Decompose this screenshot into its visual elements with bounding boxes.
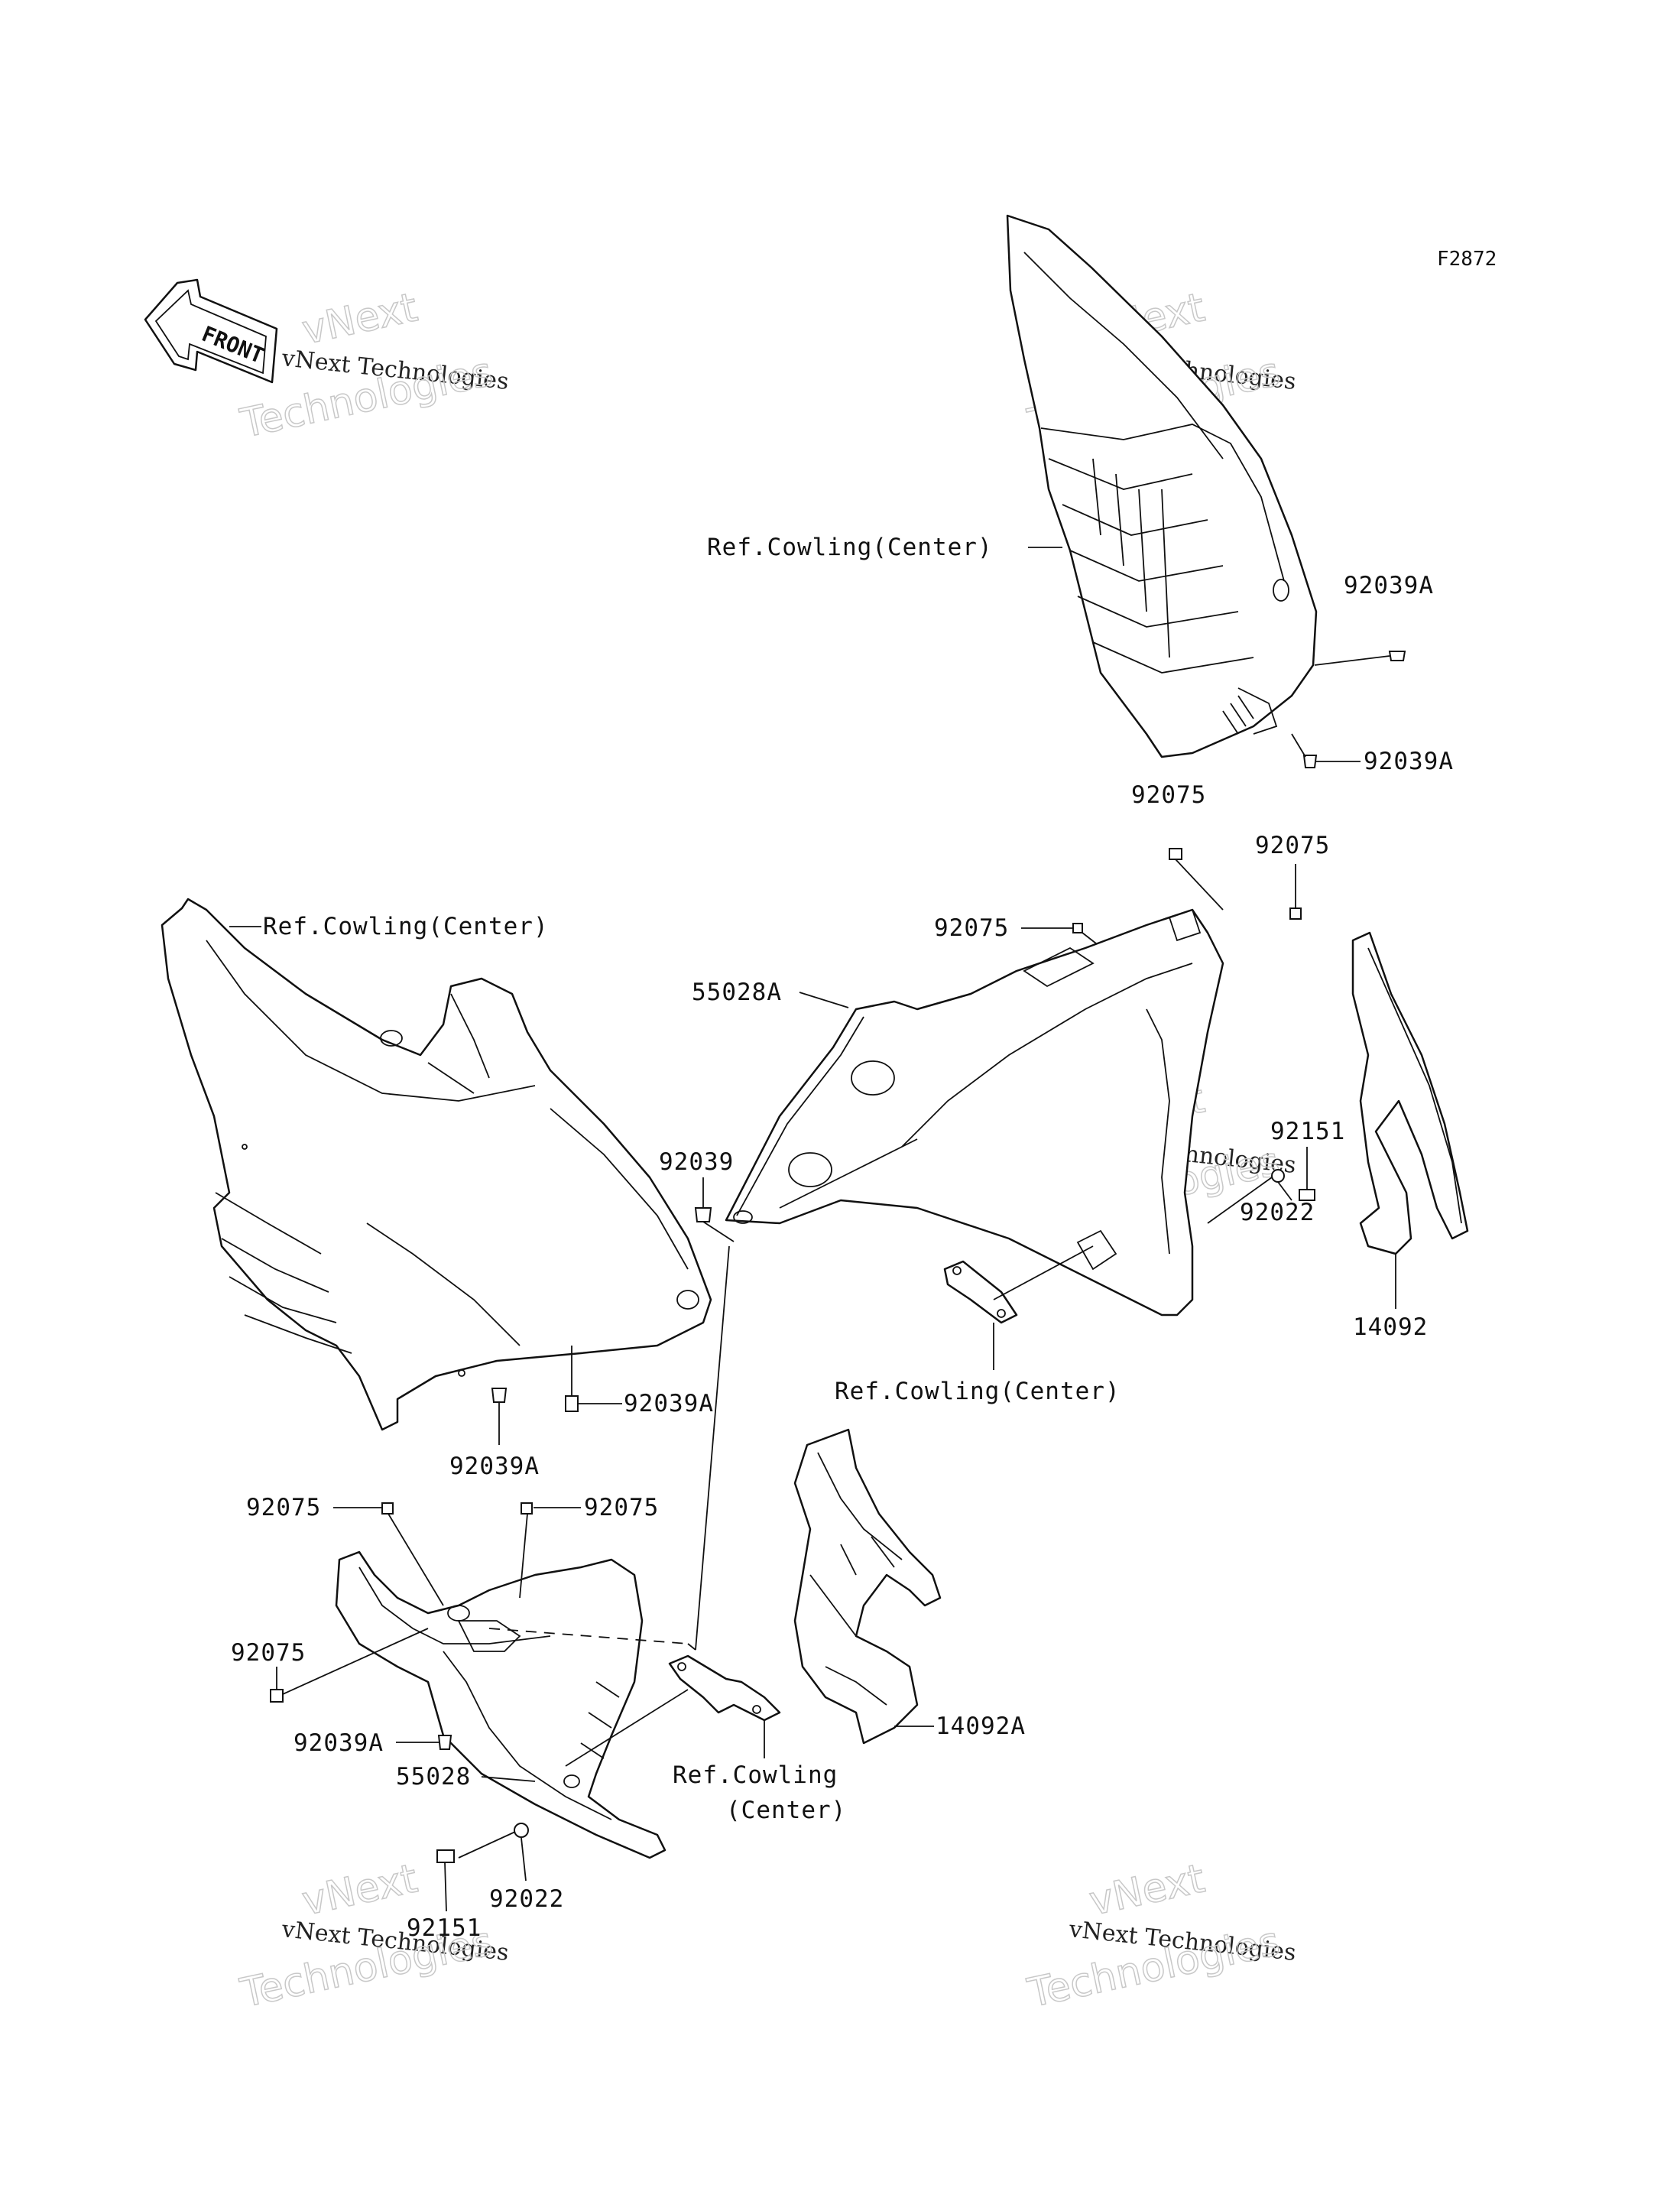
label-92075-b: 92075 bbox=[1255, 832, 1330, 859]
bracket-ref-cowling-center-mid bbox=[943, 1245, 1094, 1370]
fastener-92151-bottom bbox=[436, 1849, 455, 1912]
label-92075-a: 92075 bbox=[1131, 781, 1206, 809]
washer-92022-right bbox=[1207, 1169, 1292, 1224]
fastener-92075-a bbox=[1169, 848, 1224, 911]
label-ref-cowling-bottom-1: Ref.Cowling bbox=[673, 1761, 838, 1789]
washer-92022-bottom bbox=[458, 1823, 529, 1881]
fastener-92039 bbox=[694, 1177, 735, 1242]
label-ref-cowling-center-left: Ref.Cowling(Center) bbox=[263, 913, 549, 940]
label-ref-cowling-bottom-2: (Center) bbox=[726, 1797, 846, 1824]
label-92075-d: 92075 bbox=[246, 1494, 321, 1521]
front-arrow-icon: FRONT bbox=[144, 278, 278, 384]
svg-text:vNext: vNext bbox=[298, 284, 421, 353]
label-92022-b: 92022 bbox=[489, 1885, 564, 1913]
fastener-92039A-upper bbox=[1314, 651, 1406, 666]
watermark-bottom-right: vNext vNext Technologies Technologies bbox=[1023, 1855, 1298, 2018]
label-92075-e: 92075 bbox=[584, 1494, 659, 1521]
label-92039A-4: 92039A bbox=[624, 1390, 714, 1417]
svg-text:vNext: vNext bbox=[1085, 1855, 1208, 1924]
bracket-ref-cowling-center-bottom bbox=[565, 1654, 781, 1767]
inner-cover-14092 bbox=[1351, 931, 1469, 1309]
fastener-92075-d bbox=[333, 1502, 444, 1606]
label-92075-f: 92075 bbox=[231, 1639, 306, 1667]
fastener-92039A-left-b bbox=[565, 1346, 622, 1412]
inner-cover-14092A bbox=[793, 1428, 942, 1745]
label-92039A-3: 92039A bbox=[449, 1453, 540, 1480]
watermark-top-left: vNext vNext Technologies Technologies bbox=[236, 284, 511, 448]
fastener-92039A-left-a bbox=[491, 1388, 508, 1445]
label-92151-b: 92151 bbox=[407, 1914, 482, 1942]
label-14092A: 14092A bbox=[936, 1713, 1026, 1740]
center-cowling-left-part bbox=[161, 898, 712, 1431]
fastener-92075-e bbox=[519, 1502, 581, 1599]
fastener-92039A-lower-left bbox=[396, 1735, 452, 1750]
label-92022-a: 92022 bbox=[1240, 1199, 1315, 1226]
fastener-92039A-lower bbox=[1291, 733, 1361, 768]
fastener-92151-right bbox=[1299, 1147, 1315, 1201]
label-55028A: 55028A bbox=[692, 979, 782, 1006]
svg-text:vNext: vNext bbox=[298, 1855, 421, 1924]
figure-code: F2872 bbox=[1437, 248, 1497, 271]
lower-cowling-right-55028A bbox=[725, 908, 1224, 1317]
fastener-92075-f bbox=[270, 1628, 429, 1703]
label-92075-c: 92075 bbox=[934, 914, 1009, 942]
label-92151-a: 92151 bbox=[1270, 1118, 1345, 1145]
label-ref-cowling-center-mid: Ref.Cowling(Center) bbox=[835, 1378, 1121, 1405]
label-92039: 92039 bbox=[659, 1148, 734, 1176]
fastener-92075-b bbox=[1289, 864, 1302, 920]
label-55028: 55028 bbox=[396, 1763, 471, 1791]
label-92039A-5: 92039A bbox=[294, 1729, 384, 1757]
lower-cowling-left-55028 bbox=[335, 1550, 666, 1859]
label-ref-cowling-center-top: Ref.Cowling(Center) bbox=[707, 534, 993, 561]
label-92039A-1: 92039A bbox=[1344, 572, 1434, 599]
label-92039A-2: 92039A bbox=[1364, 748, 1454, 775]
center-cowling-upper-part bbox=[1006, 214, 1318, 758]
label-14092: 14092 bbox=[1353, 1313, 1428, 1341]
